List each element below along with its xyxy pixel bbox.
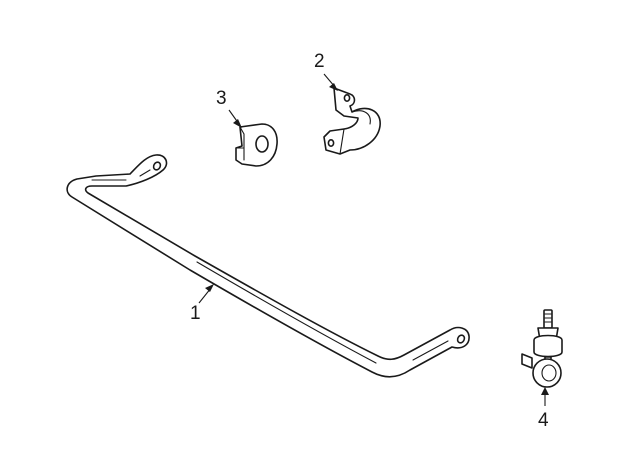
stabilizer-bar[interactable] — [66, 154, 470, 378]
callout-4: 4 — [538, 410, 549, 431]
leader-line-2 — [323, 73, 338, 91]
leader-line-3 — [228, 109, 242, 128]
callout-1: 1 — [190, 303, 201, 324]
callout-3: 3 — [216, 88, 227, 109]
callout-2: 2 — [314, 51, 325, 72]
bracket[interactable] — [323, 87, 381, 155]
bushing[interactable] — [235, 123, 278, 167]
stabilizer-link[interactable] — [521, 309, 563, 388]
leader-line-1 — [198, 284, 214, 304]
leader-line-4 — [541, 387, 549, 406]
